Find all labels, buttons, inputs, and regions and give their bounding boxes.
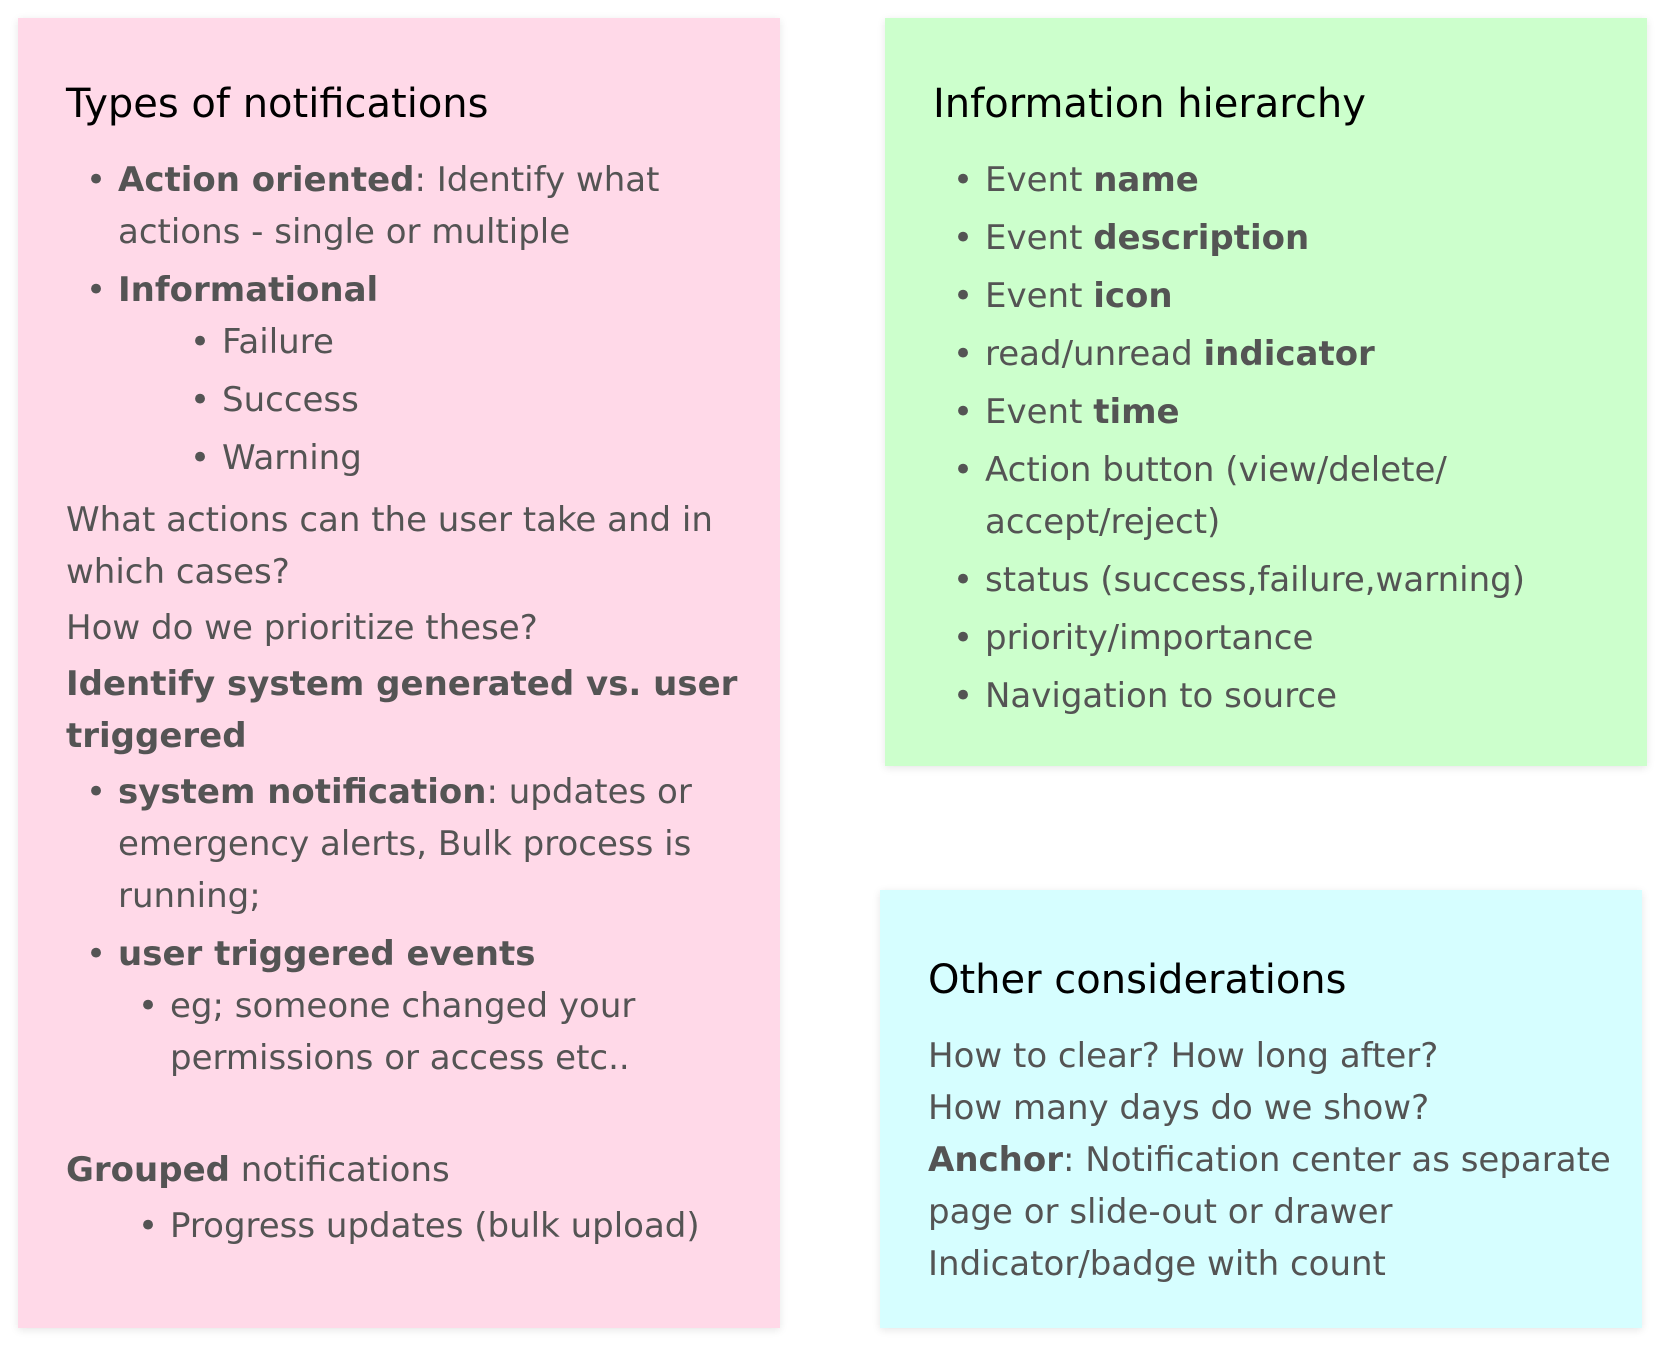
paragraph: Indicator/badge with count: [928, 1244, 1386, 1284]
item-text: : updates or emergency alerts, Bulk proc…: [118, 772, 692, 916]
bold-label: system notification: [118, 772, 487, 812]
hierarchy-list: Event name Event description Event icon …: [933, 154, 1617, 722]
bold-label: Grouped: [66, 1150, 230, 1190]
list-item: read/unread indicator: [933, 328, 1617, 380]
item-text: notifications: [229, 1150, 450, 1190]
bold-label: name: [1093, 160, 1199, 200]
item-text: Action button (view/delete/ accept/rejec…: [985, 450, 1447, 542]
bold-label: Informational: [118, 270, 379, 310]
user-triggered-sublist: eg; someone changed your permissions or …: [66, 980, 750, 1084]
grouped-sublist: Progress updates (bulk upload): [66, 1200, 750, 1252]
note-body: How to clear? How long after? How many d…: [928, 1030, 1612, 1290]
list-item: Action button (view/delete/ accept/rejec…: [933, 444, 1505, 548]
notification-types-list: Action oriented: Identify what actions -…: [66, 154, 750, 316]
item-text: Event: [985, 392, 1094, 432]
paragraph: How to clear? How long after?: [928, 1036, 1439, 1076]
bold-label: Anchor: [928, 1140, 1064, 1180]
list-item: Event time: [933, 386, 1617, 438]
bold-label: user triggered events: [118, 934, 536, 974]
sticky-note-other-considerations[interactable]: Other considerations How to clear? How l…: [880, 890, 1642, 1328]
list-item: eg; someone changed your permissions or …: [66, 980, 750, 1084]
list-item: Progress updates (bulk upload): [66, 1200, 750, 1252]
list-item: Success: [66, 374, 750, 426]
item-text: : Notification center as separate page o…: [928, 1140, 1611, 1232]
list-item: Failure: [66, 316, 750, 368]
note-title: Information hierarchy: [933, 81, 1366, 127]
paragraph: Grouped notifications: [66, 1144, 750, 1196]
note-title: Other considerations: [928, 957, 1347, 1003]
list-item: status (success,failure,warning): [933, 554, 1617, 606]
spacer: [66, 1084, 750, 1140]
bold-label: description: [1093, 218, 1310, 258]
bold-label: time: [1093, 392, 1180, 432]
bold-label: Action oriented: [118, 160, 415, 200]
list-item: Event icon: [933, 270, 1617, 322]
paragraph-bold: Identify system generated vs. user trigg…: [66, 658, 750, 762]
list-item: Event description: [933, 212, 1617, 264]
list-item: Event name: [933, 154, 1617, 206]
sticky-note-types-of-notifications[interactable]: Types of notifications Action oriented: …: [18, 18, 780, 1328]
item-text: read/unread: [985, 334, 1204, 374]
paragraph: How do we prioritize these?: [66, 608, 538, 648]
note-body: Action oriented: Identify what actions -…: [66, 154, 750, 1252]
informational-sublist: Failure Success Warning: [66, 316, 750, 484]
sticky-note-information-hierarchy[interactable]: Information hierarchy Event name Event d…: [885, 18, 1647, 766]
list-item: Navigation to source: [933, 670, 1617, 722]
list-item: Action oriented: Identify what actions -…: [66, 154, 750, 258]
list-item: user triggered events: [66, 928, 750, 980]
note-body: Event name Event description Event icon …: [933, 154, 1617, 722]
trigger-types-list: system notification: updates or emergenc…: [66, 766, 750, 980]
item-text: Event: [985, 160, 1094, 200]
list-item: priority/importance: [933, 612, 1617, 664]
list-item: system notification: updates or emergenc…: [66, 766, 750, 922]
note-title: Types of notifications: [66, 81, 489, 127]
item-text: Navigation to source: [985, 676, 1338, 716]
paragraph: How many days do we show?: [928, 1088, 1430, 1128]
item-text: Event: [985, 276, 1094, 316]
paragraph: What actions can the user take and in wh…: [66, 500, 713, 592]
bold-label: indicator: [1203, 334, 1375, 374]
bold-label: icon: [1093, 276, 1173, 316]
item-text: Event: [985, 218, 1094, 258]
list-item: Informational: [66, 264, 750, 316]
list-item: Warning: [66, 432, 750, 484]
item-text: priority/importance: [985, 618, 1314, 658]
item-text: : Identify what actions - single or mult…: [118, 160, 660, 252]
bold-heading: Identify system generated vs. user trigg…: [66, 664, 738, 756]
paragraph: Anchor: Notification center as separate …: [928, 1134, 1612, 1238]
item-text: status (success,failure,warning): [985, 560, 1525, 600]
